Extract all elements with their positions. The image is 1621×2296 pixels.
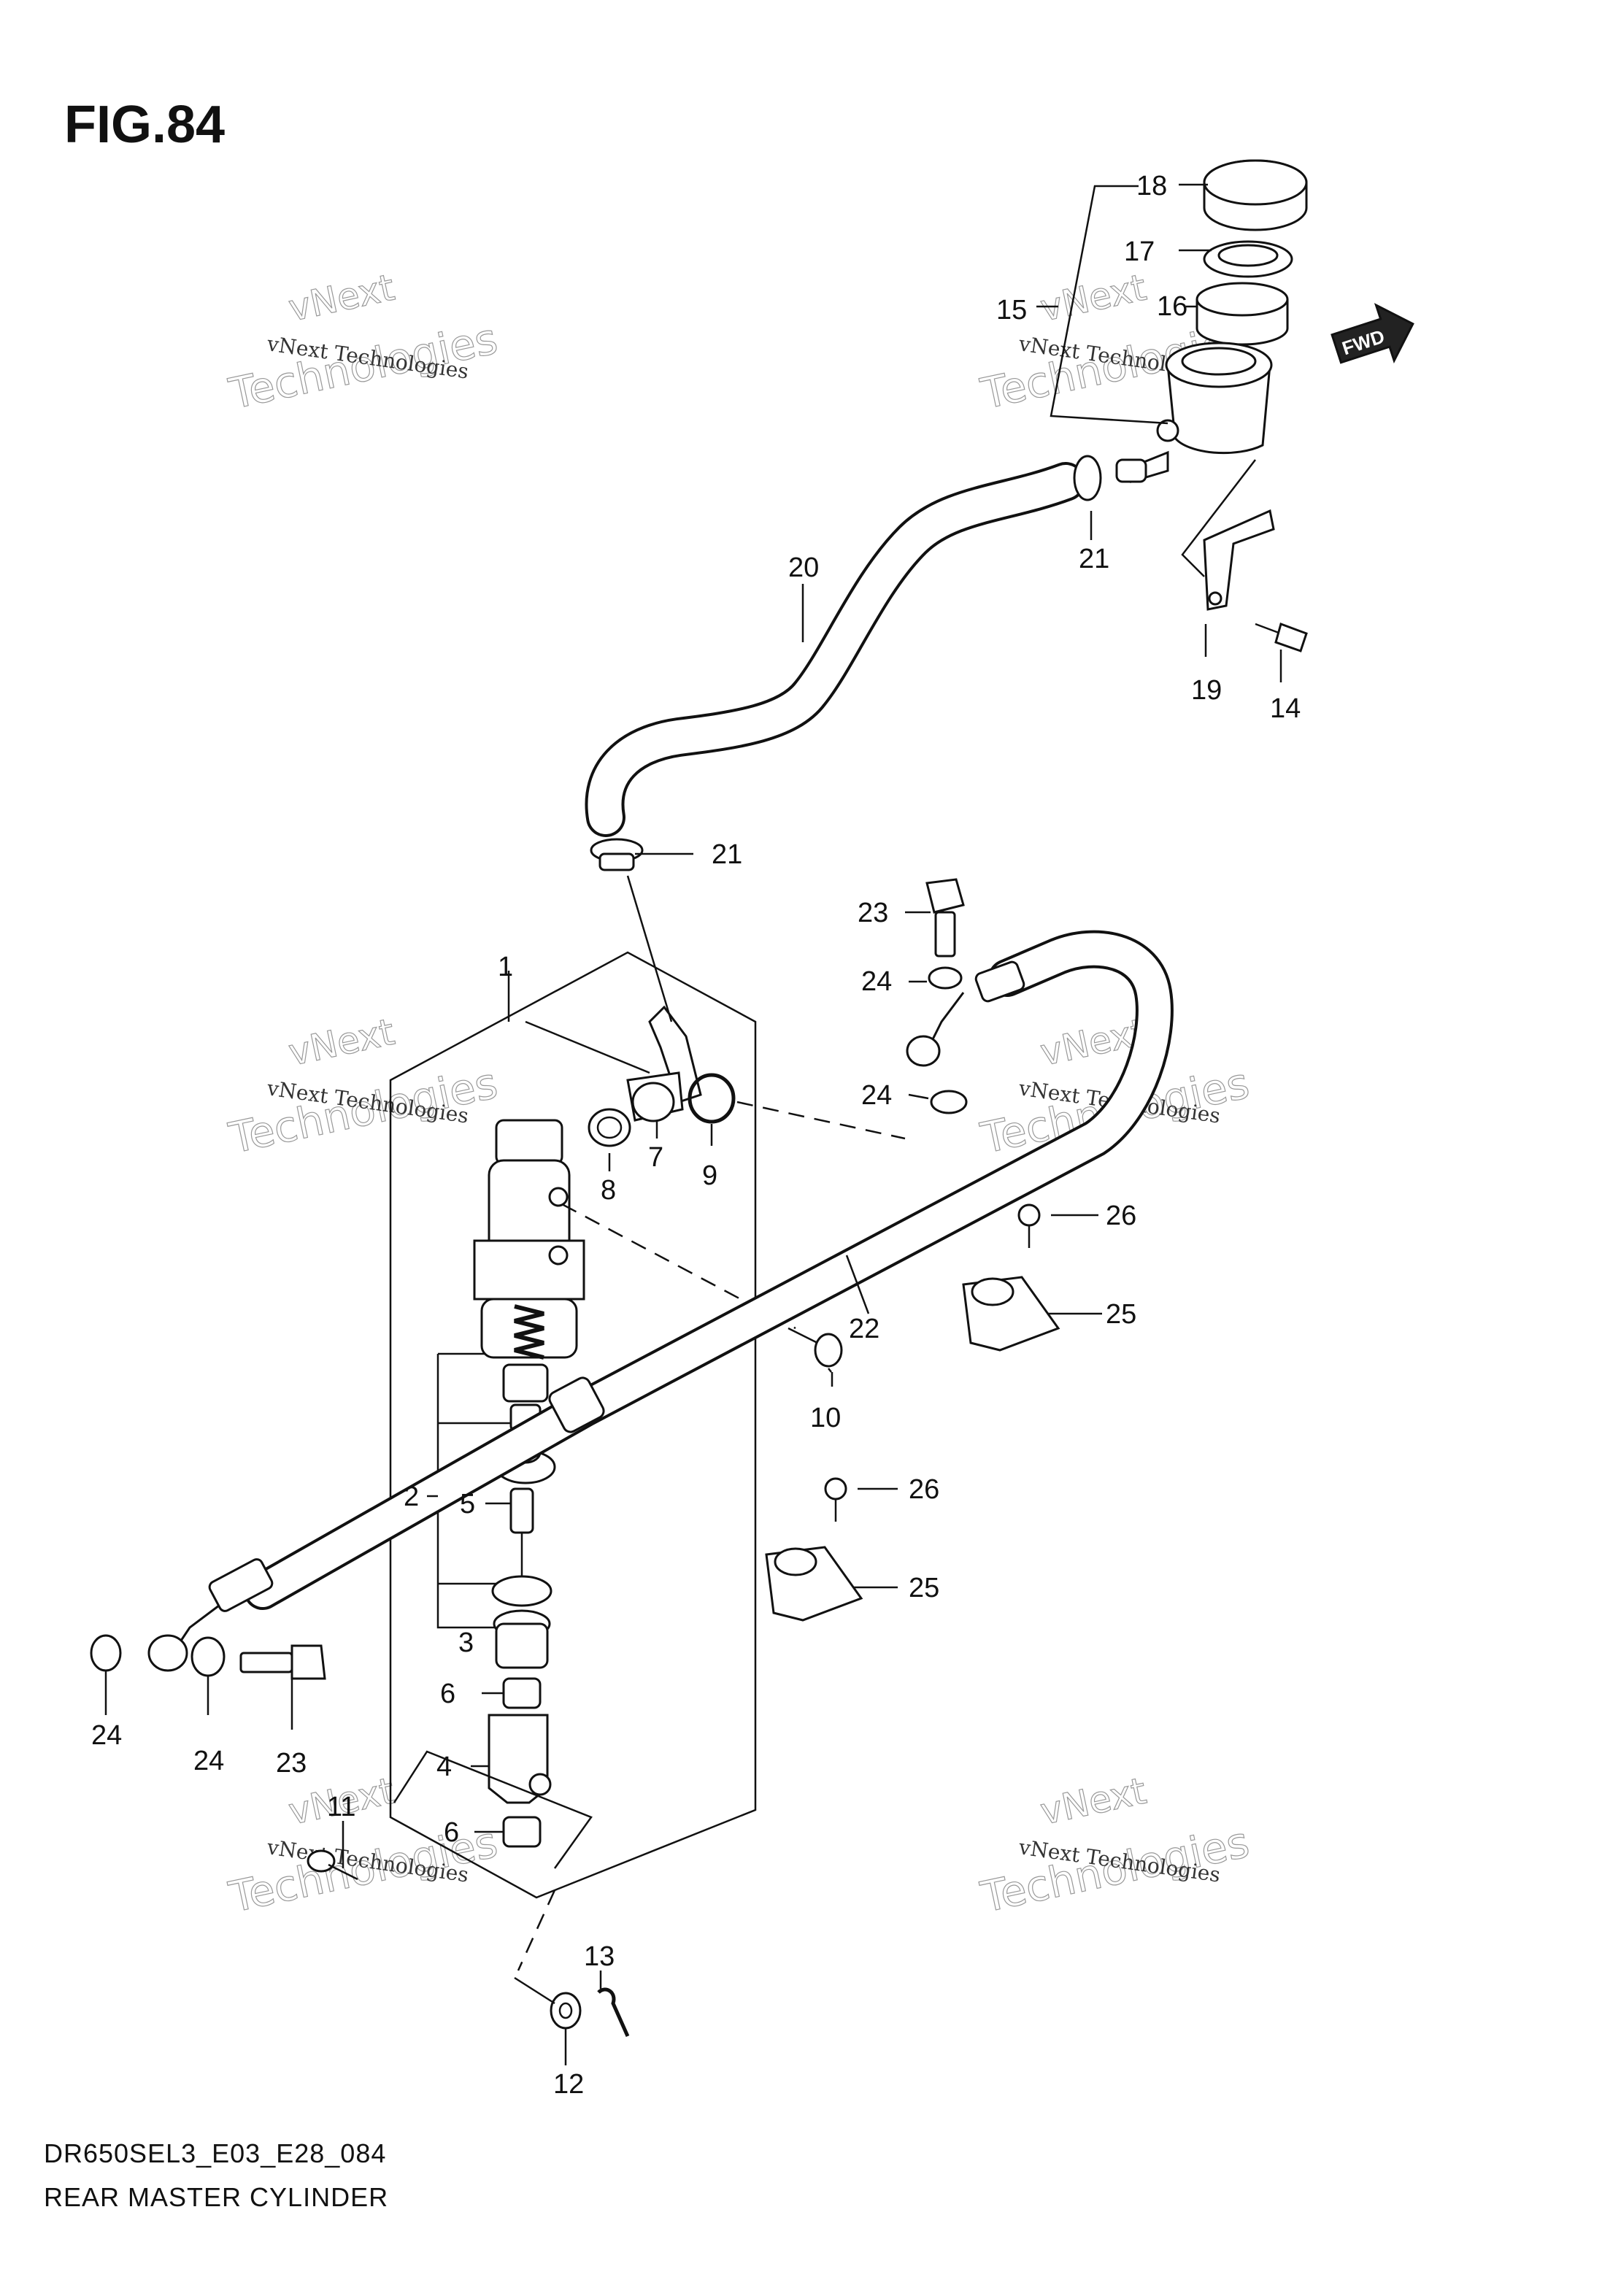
circlip <box>688 1073 736 1124</box>
reservoir-diaphragm <box>1195 282 1289 346</box>
hose-joint <box>626 1005 702 1122</box>
return-spring <box>514 1304 544 1360</box>
callout-25-upper: 25 <box>1106 1299 1136 1330</box>
push-rod-boot <box>491 1575 552 1669</box>
sealing-washer-lower-2 <box>190 1636 226 1677</box>
callout-11: 11 <box>327 1792 355 1822</box>
cotter-pin <box>597 1987 630 2038</box>
callout-23-upper: 23 <box>858 898 888 928</box>
hose-guide-sleeve <box>548 1376 605 1433</box>
diagram-code: DR650SEL3_E03_E28_084 <box>44 2138 387 2168</box>
callout-9: 9 <box>702 1160 717 1191</box>
brake-hose-fitting-upper <box>906 960 1025 1067</box>
hose-clamp-lower <box>590 838 644 871</box>
callout-2: 2 <box>404 1482 419 1512</box>
reservoir-bracket <box>1203 509 1275 611</box>
callout-14: 15 <box>996 295 1027 325</box>
callout-13: 13 <box>584 1941 615 1972</box>
callout-16: 17 <box>1124 236 1155 267</box>
callout-19: 19 <box>1191 675 1222 706</box>
sealing-washer-upper-1 <box>928 966 963 990</box>
push-rod <box>509 1487 534 1584</box>
joint-leader <box>525 1020 650 1074</box>
reservoir-tank <box>1130 342 1273 484</box>
callout-4: 4 <box>436 1752 452 1782</box>
callout-leaders <box>104 183 1282 2065</box>
svg-text:vNext: vNext <box>285 1011 398 1074</box>
callout-3: 3 <box>458 1627 474 1658</box>
sealing-washer-lower-1 <box>90 1634 122 1672</box>
brake-hose-inner <box>247 933 1171 1607</box>
callout-24-c: 24 <box>91 1720 122 1751</box>
reservoir-cap <box>1203 159 1308 231</box>
bracket-bolt <box>1255 623 1308 652</box>
pivot-bolt <box>307 1849 358 1881</box>
clamp-screw-upper <box>1017 1203 1041 1248</box>
callout-24-a: 24 <box>861 966 892 997</box>
callout-12: 12 <box>553 2069 584 2100</box>
svg-text:vNext: vNext <box>285 266 398 330</box>
callout-numbers: 18 17 16 15 21 20 21 19 14 1 23 24 24 8 … <box>91 171 1301 2100</box>
bracket-outline-line <box>1181 459 1256 577</box>
callout-23-lower: 23 <box>276 1748 307 1779</box>
svg-text:vNext: vNext <box>1036 1770 1150 1833</box>
sealing-washer-upper-2 <box>930 1090 968 1114</box>
mounting-bolt <box>788 1327 843 1368</box>
clevis-group-outline <box>393 1750 593 1869</box>
hose-clamp-bracket-upper <box>962 1276 1060 1352</box>
hose-clamp-bracket-lower <box>765 1546 863 1622</box>
assembly-box-outline <box>389 951 757 1899</box>
pivot-pin-dashed-leader <box>517 1889 556 1971</box>
figure-title: FIG.84 <box>64 96 226 154</box>
reservoir-plate <box>1203 240 1293 278</box>
watermark-top-left: vNext Technologies vNext Technologies <box>224 266 502 419</box>
watermark-bottom-right: vNext Technologies vNext Technologies <box>976 1769 1254 1922</box>
lock-nut-upper <box>502 1677 542 1709</box>
lock-nut-lower <box>502 1816 542 1848</box>
callout-10: 10 <box>810 1403 841 1433</box>
diagram-name: REAR MASTER CYLINDER <box>44 2182 389 2212</box>
hose-clamp-upper <box>1073 455 1147 501</box>
callout-21-upper: 21 <box>1079 544 1109 574</box>
union-bolt-upper <box>925 878 965 958</box>
union-bolt-lower <box>239 1644 326 1680</box>
callout-15: 16 <box>1157 291 1187 322</box>
clamp-screw-lower <box>824 1477 847 1522</box>
callout-7: 7 <box>648 1142 663 1173</box>
callout-17: 18 <box>1136 171 1167 201</box>
clamp-to-joint-leader <box>626 875 673 1022</box>
brake-hose-fitting-lower <box>147 1558 274 1672</box>
callout-18: 14 <box>1270 693 1301 724</box>
callout-1: 1 <box>498 952 513 982</box>
callout-6-upper: 6 <box>440 1679 455 1709</box>
callout-6-lower: 6 <box>444 1817 459 1848</box>
callout-22: 22 <box>849 1314 879 1344</box>
fwd-arrow-icon: FWD <box>1331 303 1414 364</box>
callout-21-lower: 21 <box>712 839 742 870</box>
callout-26-upper: 26 <box>1106 1201 1136 1231</box>
o-ring <box>588 1108 631 1147</box>
callout-24-d: 24 <box>193 1746 224 1776</box>
pivot-washer <box>550 1992 582 2030</box>
callout-20: 20 <box>788 552 819 583</box>
piston-group-bracket <box>436 1352 511 1629</box>
master-cylinder-body <box>473 1119 585 1359</box>
callout-25-lower: 25 <box>909 1573 939 1603</box>
svg-text:vNext: vNext <box>1036 266 1150 330</box>
callout-8: 8 <box>601 1175 616 1206</box>
reservoir-hose-inner <box>588 465 1082 834</box>
washer-leader <box>514 1976 555 2005</box>
push-rod-clevis <box>488 1714 552 1804</box>
reservoir-group-bracket-line <box>1050 185 1168 425</box>
watermark-bottom-left: vNext Technologies vNext Technologies <box>224 1769 502 1922</box>
watermark-mid-left: vNext Technologies vNext Technologies <box>224 1010 502 1163</box>
callout-26-lower: 26 <box>909 1474 939 1505</box>
callout-24-b: 24 <box>861 1080 892 1111</box>
callout-5: 5 <box>460 1489 475 1519</box>
hose-joint-dashed-leader <box>736 1101 906 1140</box>
